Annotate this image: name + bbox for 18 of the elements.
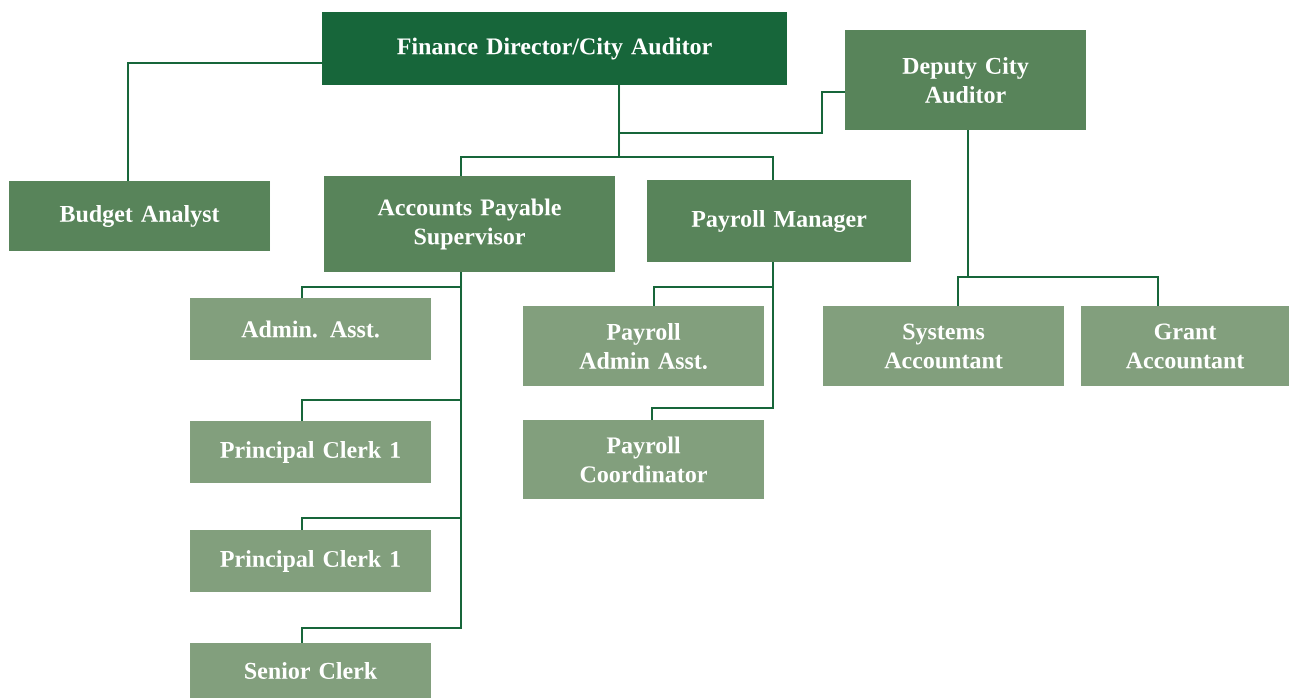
position-box: Systems Accountant: [823, 306, 1064, 386]
position-box: Payroll Admin Asst.: [523, 306, 764, 386]
position-box: Senior Clerk: [190, 643, 431, 698]
position-box: Accounts Payable Supervisor: [324, 176, 615, 272]
connector-line: [127, 62, 323, 182]
position-box: Principal Clerk 1: [190, 421, 431, 483]
position-box: Admin. Asst.: [190, 298, 431, 360]
position-box: Payroll Manager: [647, 180, 911, 262]
position-box: Principal Clerk 1: [190, 530, 431, 592]
position-box: Budget Analyst: [9, 181, 270, 251]
connector-line: [618, 84, 774, 181]
position-box: Finance Director/City Auditor: [322, 12, 787, 85]
connector-line: [301, 271, 462, 644]
position-box: Deputy City Auditor: [845, 30, 1086, 130]
connector-line: [967, 129, 1159, 307]
position-box: Grant Accountant: [1081, 306, 1289, 386]
connector-line: [651, 261, 774, 421]
position-box: Payroll Coordinator: [523, 420, 764, 499]
